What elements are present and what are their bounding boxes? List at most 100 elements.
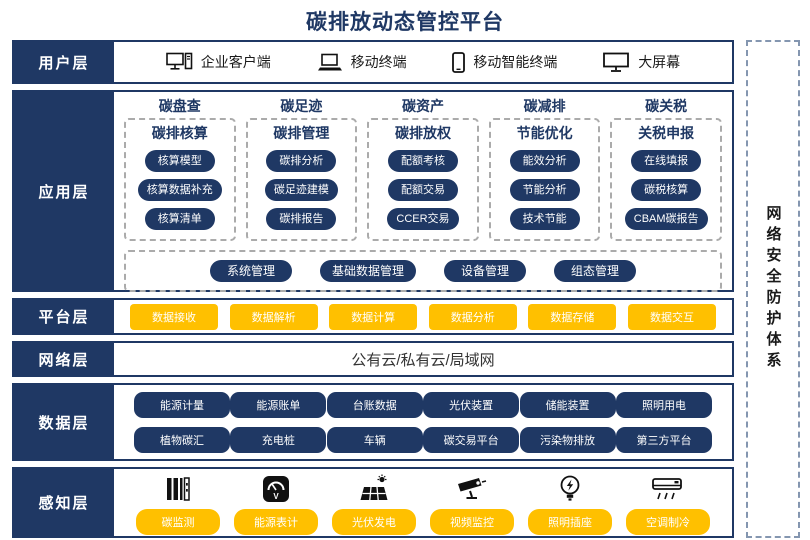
app-column-header: 碳减排 xyxy=(523,98,566,114)
platform-layer-label: 平台层 xyxy=(14,300,114,333)
user-layer-label: 用户层 xyxy=(14,42,114,82)
app-item-button: 能效分析 xyxy=(509,150,580,172)
app-item-button: 技术节能 xyxy=(509,208,580,230)
energy-meter-icon: V xyxy=(261,470,291,504)
app-column-carbon-reduction: 碳减排 节能优化 能效分析 节能分析 技术节能 xyxy=(488,94,601,241)
user-item-smart-mobile: 移动智能终端 xyxy=(452,51,558,73)
management-item-button: 组态管理 xyxy=(554,260,636,282)
platform-item-button: 数据接收 xyxy=(130,303,218,330)
app-column-carbon-footprint: 碳足迹 碳排管理 碳排分析 碳足迹建模 碳排报告 xyxy=(245,94,358,241)
user-item-label: 大屏幕 xyxy=(638,54,681,70)
data-item-button: 光伏装置 xyxy=(423,391,520,418)
application-columns: 碳盘查 碳排核算 核算模型 核算数据补充 核算清单 碳足迹 碳排管理 碳排分析 … xyxy=(124,94,722,241)
application-layer-label: 应用层 xyxy=(14,92,114,290)
sense-item-energy-meter: V 能源表计 xyxy=(234,470,318,535)
cctv-icon xyxy=(455,470,489,504)
app-column-header: 碳盘查 xyxy=(158,98,201,114)
app-item-button: 碳排分析 xyxy=(266,150,337,172)
sense-item-lighting-socket: 照明插座 xyxy=(528,470,612,535)
app-item-button: 配额考核 xyxy=(387,150,458,172)
app-item-button: 核算数据补充 xyxy=(137,179,222,201)
app-column-header: 碳资产 xyxy=(401,98,444,114)
smartphone-icon xyxy=(452,51,466,73)
perception-layer-content: 碳监测 V 能源表计 光伏发电 视频监控 照明插座 xyxy=(114,469,732,536)
network-layer-label: 网络层 xyxy=(14,343,114,375)
app-item-button: 碳足迹建模 xyxy=(264,179,338,201)
air-conditioner-icon xyxy=(651,470,685,504)
management-box: 系统管理 基础数据管理 设备管理 组态管理 xyxy=(124,250,722,292)
network-layer-row: 网络层 公有云/私有云/局域网 xyxy=(12,341,734,377)
network-layer-content: 公有云/私有云/局域网 xyxy=(114,343,732,375)
data-item-button: 车辆 xyxy=(326,426,423,453)
sense-item-label: 能源表计 xyxy=(234,509,318,535)
security-system-box: 网络安全防护体系 xyxy=(746,40,800,538)
network-layer-text: 公有云/私有云/局域网 xyxy=(351,351,495,369)
sense-item-video-surveillance: 视频监控 xyxy=(430,470,514,535)
sense-item-air-conditioning: 空调制冷 xyxy=(626,470,710,535)
user-item-label: 移动终端 xyxy=(350,54,407,70)
app-column-header: 碳关税 xyxy=(645,98,688,114)
data-item-button: 台账数据 xyxy=(326,391,423,418)
user-item-label: 企业客户端 xyxy=(200,54,271,70)
app-column-box: 关税申报 在线填报 碳税核算 CBAM碳报告 xyxy=(610,118,722,241)
svg-text:V: V xyxy=(273,492,279,501)
app-item-button: 节能分析 xyxy=(509,179,580,201)
data-item-button: 碳交易平台 xyxy=(423,426,520,453)
data-item-button: 照明用电 xyxy=(615,391,712,418)
app-column-carbon-asset: 碳资产 碳排放权 配额考核 配额交易 CCER交易 xyxy=(367,94,479,241)
user-item-label: 移动智能终端 xyxy=(473,54,558,70)
sense-item-label: 光伏发电 xyxy=(332,509,416,535)
app-column-carbon-inventory: 碳盘查 碳排核算 核算模型 核算数据补充 核算清单 xyxy=(124,94,236,241)
sense-item-label: 碳监测 xyxy=(136,509,220,535)
platform-item-button: 数据计算 xyxy=(329,303,418,330)
app-item-button: 在线填报 xyxy=(631,150,702,172)
platform-item-button: 数据存储 xyxy=(528,303,617,330)
platform-item-button: 数据解析 xyxy=(229,303,318,330)
app-column-box: 碳排核算 核算模型 核算数据补充 核算清单 xyxy=(124,118,236,241)
sense-item-carbon-monitor: 碳监测 xyxy=(136,470,220,535)
app-column-carbon-tariff: 碳关税 关税申报 在线填报 碳税核算 CBAM碳报告 xyxy=(610,94,722,241)
data-item-button: 充电桩 xyxy=(230,426,327,453)
app-item-button: 碳税核算 xyxy=(631,179,702,201)
data-layer-row-1: 能源计量 能源账单 台账数据 光伏装置 储能装置 照明用电 xyxy=(134,391,712,418)
page-title: 碳排放动态管控平台 xyxy=(306,11,504,34)
app-item-button: CCER交易 xyxy=(387,208,459,230)
app-column-subheader: 碳排管理 xyxy=(273,125,330,141)
user-layer-row: 用户层 企业客户端 移动终端 移动智能终端 大屏幕 xyxy=(12,40,734,84)
carbon-monitor-icon xyxy=(163,470,193,504)
data-item-button: 污染物排放 xyxy=(519,426,616,453)
user-item-big-screen: 大屏幕 xyxy=(603,52,680,73)
user-item-enterprise-client: 企业客户端 xyxy=(165,52,271,73)
perception-layer-label: 感知层 xyxy=(14,469,114,536)
laptop-icon xyxy=(317,53,343,72)
desktop-pc-icon xyxy=(165,52,193,73)
app-column-subheader: 碳排核算 xyxy=(151,125,208,141)
sense-item-solar-power: 光伏发电 xyxy=(332,470,416,535)
solar-power-icon xyxy=(357,470,391,504)
platform-layer-content: 数据接收 数据解析 数据计算 数据分析 数据存储 数据交互 xyxy=(114,300,732,333)
user-item-mobile-terminal: 移动终端 xyxy=(317,52,407,72)
application-layer-row: 应用层 碳盘查 碳排核算 核算模型 核算数据补充 核算清单 碳足迹 碳排管理 碳… xyxy=(12,90,734,292)
light-socket-icon xyxy=(557,470,583,504)
app-item-button: 碳排报告 xyxy=(266,208,337,230)
data-item-button: 植物碳汇 xyxy=(134,426,230,453)
app-item-button: CBAM碳报告 xyxy=(624,208,708,230)
data-layer-row-2: 植物碳汇 充电桩 车辆 碳交易平台 污染物排放 第三方平台 xyxy=(134,426,712,453)
perception-layer-row: 感知层 碳监测 V 能源表计 光伏发电 视频监控 xyxy=(12,467,734,538)
data-item-button: 储能装置 xyxy=(519,391,616,418)
platform-layer-row: 平台层 数据接收 数据解析 数据计算 数据分析 数据存储 数据交互 xyxy=(12,298,734,335)
app-item-button: 配额交易 xyxy=(387,179,458,201)
app-item-button: 核算清单 xyxy=(144,208,215,230)
data-layer-content: 能源计量 能源账单 台账数据 光伏装置 储能装置 照明用电 植物碳汇 充电桩 车… xyxy=(114,385,732,459)
data-item-button: 能源计量 xyxy=(134,391,230,418)
user-layer-content: 企业客户端 移动终端 移动智能终端 大屏幕 xyxy=(114,42,732,82)
app-column-subheader: 碳排放权 xyxy=(394,125,451,141)
sense-item-label: 照明插座 xyxy=(528,509,612,535)
app-item-button: 核算模型 xyxy=(144,150,215,172)
data-item-button: 能源账单 xyxy=(230,391,327,418)
data-item-button: 第三方平台 xyxy=(615,426,712,453)
app-column-box: 碳排放权 配额考核 配额交易 CCER交易 xyxy=(367,118,479,241)
management-item-button: 设备管理 xyxy=(444,260,526,282)
app-column-header: 碳足迹 xyxy=(280,98,323,114)
security-system-label: 网络安全防护体系 xyxy=(764,205,782,373)
